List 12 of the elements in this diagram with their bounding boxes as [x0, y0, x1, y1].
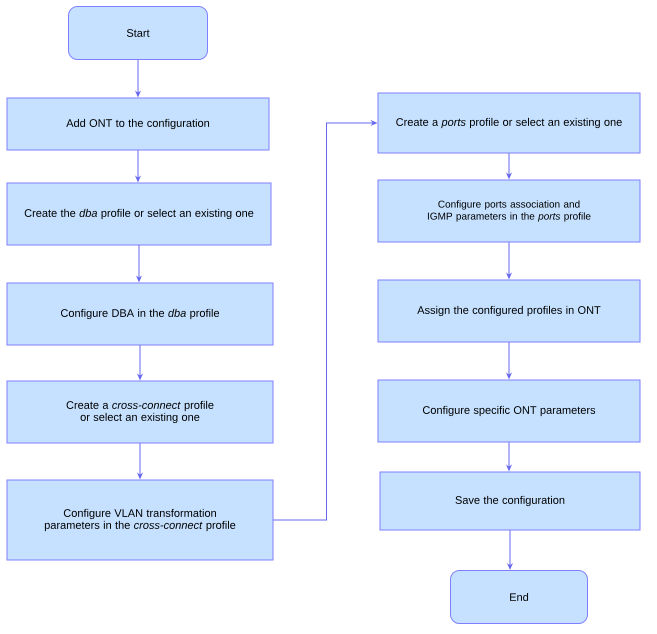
process-box: Save the configuration: [380, 472, 640, 530]
process-box: Add ONT to the configuration: [6, 98, 270, 150]
process-box: Configure specific ONT parameters: [378, 380, 640, 442]
process-box: Assign the configured profiles in ONT: [378, 280, 640, 342]
process-box: Create the dba profile or select an existing one: [6, 182, 272, 246]
terminal-box: Start: [68, 6, 208, 60]
process-box: Create a ports profile or select an existing one: [378, 92, 640, 154]
terminal-box: End: [450, 570, 588, 624]
process-box: Configure ports association and IGMP parameters in the ports profile: [378, 180, 640, 242]
process-box: Configure VLAN transformation parameters in the cross-connect profile: [6, 480, 274, 560]
process-box: Create a cross-connect profile or select an existing one: [6, 380, 274, 444]
process-box: Configure DBA in the dba profile: [6, 282, 274, 346]
